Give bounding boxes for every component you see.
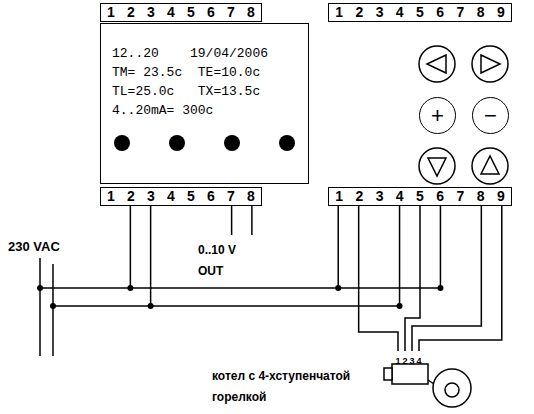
terminal-number: 4: [161, 5, 181, 20]
arrow-button: [419, 46, 455, 82]
terminal-number: 4: [161, 189, 181, 204]
terminal-number: 8: [471, 5, 491, 20]
terminal-number: 3: [141, 5, 161, 20]
terminal-number: 2: [349, 5, 369, 20]
terminal-number: 7: [450, 5, 470, 20]
output-label: 0..10 V OUT: [198, 240, 250, 282]
terminal-number: 5: [410, 189, 430, 204]
display-line: 12..20 19/04/2006: [112, 44, 308, 63]
junction-dot: [437, 285, 443, 291]
burner-nozzle: [384, 368, 392, 380]
terminal-number: 2: [121, 5, 141, 20]
pin-number: 2: [401, 352, 409, 370]
voltage-label: 230 VAC: [8, 236, 78, 258]
junction-dot: [37, 285, 43, 291]
terminal-number: 2: [349, 189, 369, 204]
button-symbol: −: [484, 105, 497, 127]
bus-line: [40, 287, 440, 289]
display-line: 4..20mA= 300c: [112, 101, 308, 120]
arrow-symbol: [481, 55, 500, 73]
terminal-number: 5: [181, 189, 201, 204]
wire: [399, 206, 401, 306]
junction-dot: [397, 303, 403, 309]
supply-line: [52, 264, 54, 356]
terminal-number: 5: [181, 5, 201, 20]
wire: [337, 206, 339, 288]
indicator-dot: [169, 135, 185, 151]
wire: [412, 206, 481, 351]
output-wire: [251, 206, 253, 235]
indicator-dot: [279, 135, 295, 151]
junction-dot: [335, 285, 341, 291]
terminal-strip: 12345678: [100, 187, 262, 206]
terminal-number: 1: [329, 189, 349, 204]
plus-button: +: [419, 97, 456, 134]
arrow-symbol: [427, 55, 446, 73]
terminal-number: 8: [241, 5, 261, 20]
burner-fan: [445, 383, 459, 397]
wire: [359, 206, 398, 351]
terminal-number: 8: [241, 189, 261, 204]
display-panel: 12..20 19/04/2006TM= 23.5c TE=10.0cTL=25…: [100, 23, 309, 184]
pin-number: 3: [408, 352, 416, 370]
wire: [150, 206, 152, 306]
junction-dot: [148, 303, 154, 309]
terminal-strip: 123456789: [328, 3, 512, 22]
burner-body: [392, 364, 428, 384]
terminal-number: 3: [369, 189, 389, 204]
supply-line: [39, 258, 41, 356]
terminal-number: 3: [369, 5, 389, 20]
arrow-symbol: [428, 158, 446, 176]
terminal-number: 4: [390, 189, 410, 204]
terminal-number: 4: [390, 5, 410, 20]
terminal-number: 7: [450, 189, 470, 204]
terminal-number: 9: [491, 189, 511, 204]
wire: [419, 206, 502, 351]
terminal-number: 6: [430, 5, 450, 20]
junction-dot: [127, 285, 133, 291]
terminal-strip: 123456789: [328, 187, 512, 206]
display-line: TL=25.0c TX=13.5c: [112, 82, 308, 101]
junction-dot: [50, 303, 56, 309]
terminal-number: 8: [471, 189, 491, 204]
display-line: TM= 23.5c TE=10.0c: [112, 63, 308, 82]
arrow-button: [419, 148, 455, 184]
button-symbol: +: [431, 105, 444, 127]
terminal-number: 6: [201, 5, 221, 20]
boiler-label: котел с 4-хступенчатой горелкой: [212, 366, 380, 408]
terminal-number: 9: [491, 5, 511, 20]
burner-housing: [433, 369, 471, 407]
bus-line: [53, 305, 400, 307]
minus-button: −: [472, 97, 509, 134]
output-wire: [231, 206, 233, 235]
indicator-dot: [114, 135, 130, 151]
terminal-number: 6: [430, 189, 450, 204]
arrow-button: [472, 148, 508, 184]
pin-number: 4: [415, 352, 423, 370]
arrow-button: [472, 46, 508, 82]
terminal-number: 5: [410, 5, 430, 20]
arrow-symbol: [481, 156, 499, 174]
terminal-strip: 12345678: [100, 3, 262, 22]
terminal-number: 1: [101, 5, 121, 20]
terminal-number: 7: [221, 5, 241, 20]
wire: [130, 206, 132, 288]
terminal-number: 3: [141, 189, 161, 204]
pin-number: 1: [394, 352, 402, 370]
terminal-number: 1: [101, 189, 121, 204]
terminal-number: 7: [221, 189, 241, 204]
terminal-number: 6: [201, 189, 221, 204]
terminal-number: 2: [121, 189, 141, 204]
terminal-number: 1: [329, 5, 349, 20]
indicator-dot: [224, 135, 240, 151]
wire: [440, 206, 442, 288]
